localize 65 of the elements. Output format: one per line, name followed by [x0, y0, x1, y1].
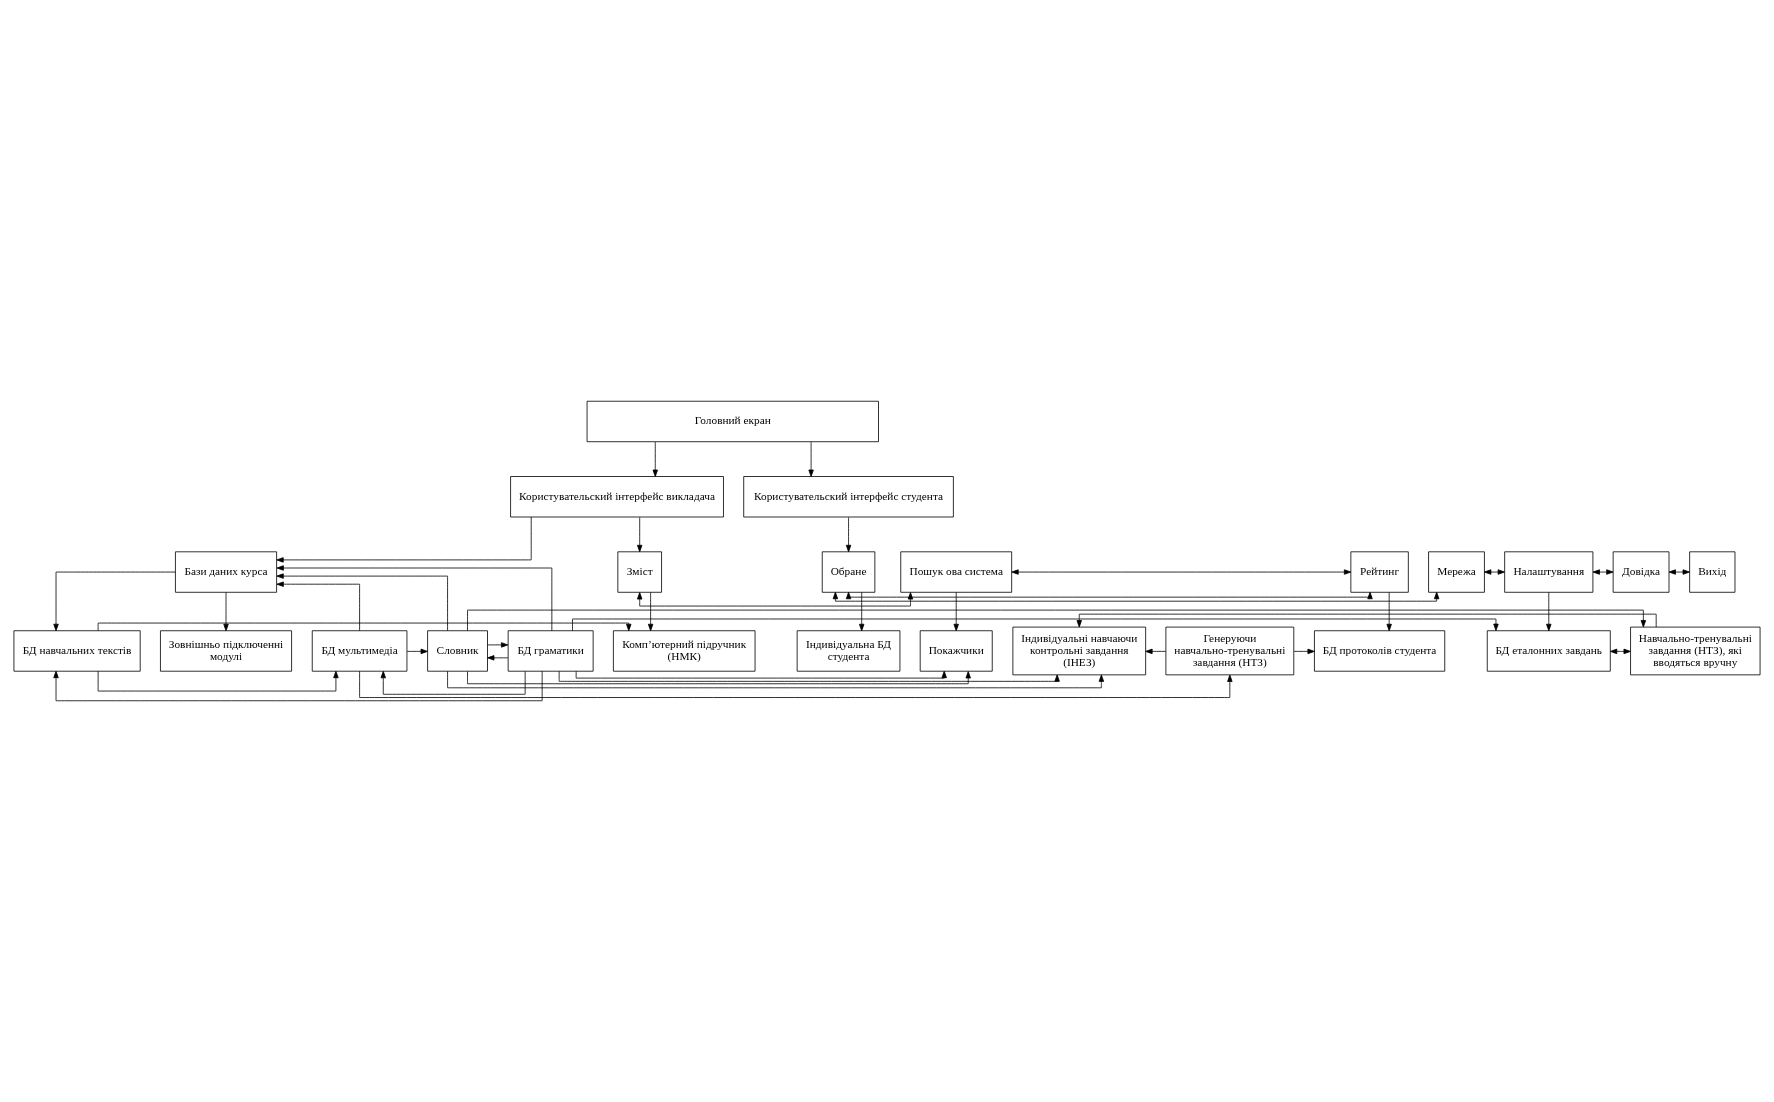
node-box: Зовнішньо підключенні модулі — [160, 630, 292, 672]
arrow — [53, 571, 176, 632]
arrow — [575, 670, 947, 679]
node-box: БД навчальних текстів — [13, 630, 141, 672]
node-box: Генеруючи навчально-тренувальні завдання (НТЗ) — [1165, 626, 1295, 676]
arrow — [447, 670, 1105, 689]
arrow — [845, 591, 1373, 600]
node-box: Індивідуальні навчаючи контрольні завдання (ІНЕЗ) — [1012, 626, 1147, 676]
arrow — [53, 670, 543, 702]
node-box: БД граматики — [507, 630, 594, 672]
arrow — [276, 581, 360, 631]
node-box: Налаштування — [1504, 551, 1594, 593]
arrow — [97, 622, 632, 632]
arrow — [1076, 613, 1657, 628]
arrow — [487, 655, 509, 661]
node-box: БД еталонних завдань — [1486, 630, 1611, 672]
arrow — [1609, 648, 1631, 655]
node-box: Покажчики — [919, 630, 993, 672]
arrow — [637, 592, 914, 607]
node-box: Довідка — [1612, 551, 1670, 593]
node-box: Користувательский інтерфейс викладача — [510, 476, 724, 518]
node-box: Пошук ова система — [900, 551, 1013, 593]
arrow — [1011, 569, 1352, 575]
arrow — [487, 642, 509, 648]
node-box: Обране — [821, 551, 876, 593]
arrow — [859, 591, 865, 632]
arrow — [1546, 591, 1552, 632]
node-box: Словник — [427, 630, 488, 672]
arrow — [467, 609, 1647, 631]
node-box: Мережа — [1428, 551, 1485, 593]
arrow — [953, 591, 959, 632]
arrow — [637, 516, 643, 553]
node-box: Навчально-тренувальні завдання (НТЗ), які вводяться вручну — [1630, 626, 1761, 676]
node-box: Бази даних курса — [175, 551, 278, 593]
node-box: Рейтинг — [1350, 551, 1409, 593]
node-box: Комп’ютерний підручник (НМК) — [612, 630, 756, 672]
node-box: Зміст — [617, 551, 662, 593]
arrow — [276, 573, 448, 631]
node-box: Головний екран — [586, 400, 879, 443]
arrow — [808, 441, 814, 477]
arrow — [1668, 569, 1690, 575]
arrow — [276, 565, 553, 632]
node-box: Вихід — [1689, 551, 1736, 593]
arrow — [359, 670, 1233, 698]
node-box: БД протоколів студента — [1314, 630, 1446, 672]
arrow — [1145, 648, 1167, 655]
arrow — [845, 516, 852, 553]
arrow — [380, 670, 526, 695]
arrow — [558, 671, 1060, 682]
arrow — [647, 591, 654, 632]
arrow — [1592, 569, 1614, 575]
arrow — [572, 618, 1499, 631]
arrow — [406, 648, 428, 655]
arrow — [652, 441, 658, 477]
arrow — [276, 516, 532, 563]
arrow — [467, 671, 971, 685]
arrow — [223, 591, 229, 632]
node-box: Користувательский інтерфейс студента — [743, 476, 954, 518]
arrow — [1386, 591, 1392, 632]
arrow — [1484, 569, 1505, 575]
arrow — [97, 670, 339, 692]
arrow — [832, 591, 1440, 602]
node-box: Індивідуальна БД студента — [796, 630, 901, 672]
node-box: БД мультимедіа — [311, 630, 408, 672]
arrow — [1293, 648, 1315, 655]
